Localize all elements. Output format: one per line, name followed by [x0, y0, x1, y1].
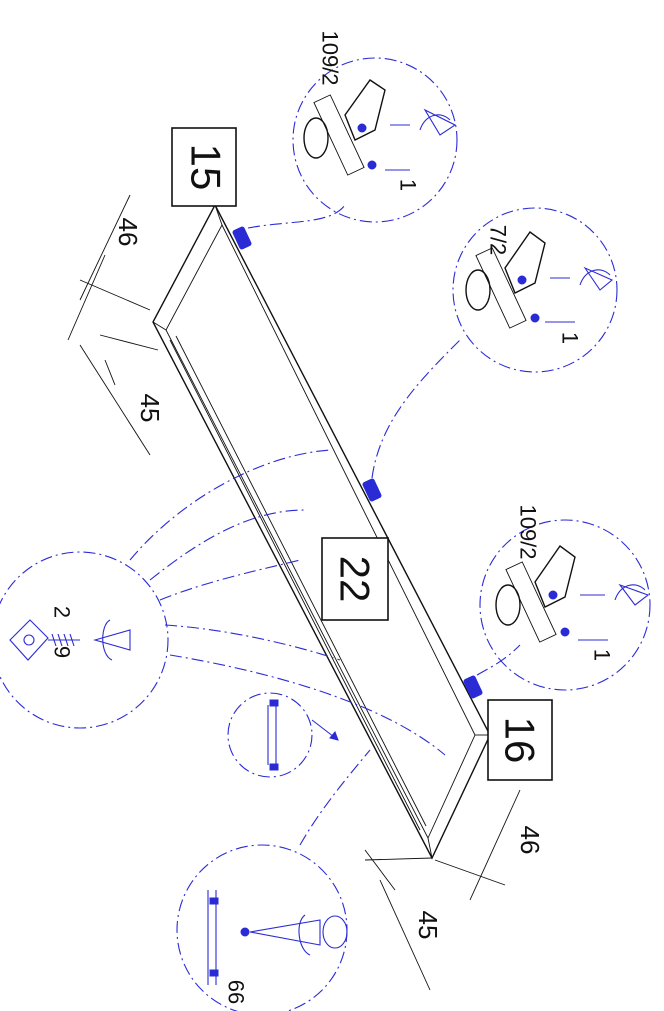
door-frame: [152, 203, 491, 860]
hinge-callout-top: [292, 57, 458, 223]
hinge-middle-ref-a: 7/2: [486, 225, 511, 256]
clip-callout: [0, 551, 169, 729]
part-label-16: 16: [487, 699, 553, 781]
part-label-16-text: 16: [497, 717, 544, 764]
hinge-top-ref-b: 1: [396, 179, 421, 191]
part-label-15-text: 15: [183, 144, 230, 191]
leader-lines: [129, 204, 521, 846]
part-label-15: 15: [171, 127, 237, 207]
hinge-top-ref-a: 109/2: [318, 30, 343, 85]
hinge-callout-middle: [452, 207, 618, 373]
hinge-bottom-ref-a: 109/2: [516, 504, 541, 559]
handle-callout: [176, 844, 348, 1011]
hinge-middle-ref-b: 1: [558, 332, 583, 344]
dimension-46-top: 46: [113, 218, 143, 247]
part-label-22-text: 22: [332, 556, 379, 603]
handle-detail-callout: [227, 692, 313, 778]
dimension-46-bottom: 46: [515, 826, 545, 855]
clip-ref-a: 2: [50, 606, 75, 618]
hinge-callout-bottom: [479, 519, 651, 691]
hinge-markers: [232, 226, 483, 699]
part-label-22: 22: [321, 537, 389, 621]
clip-ref-b: 9: [50, 646, 75, 658]
hinge-bottom-ref-b: 1: [590, 649, 615, 661]
dimension-45-top: 45: [135, 394, 165, 423]
dimension-45-bottom: 45: [413, 911, 443, 940]
dimension-lines: [67, 194, 521, 991]
handle-ref: 66: [224, 980, 249, 1004]
